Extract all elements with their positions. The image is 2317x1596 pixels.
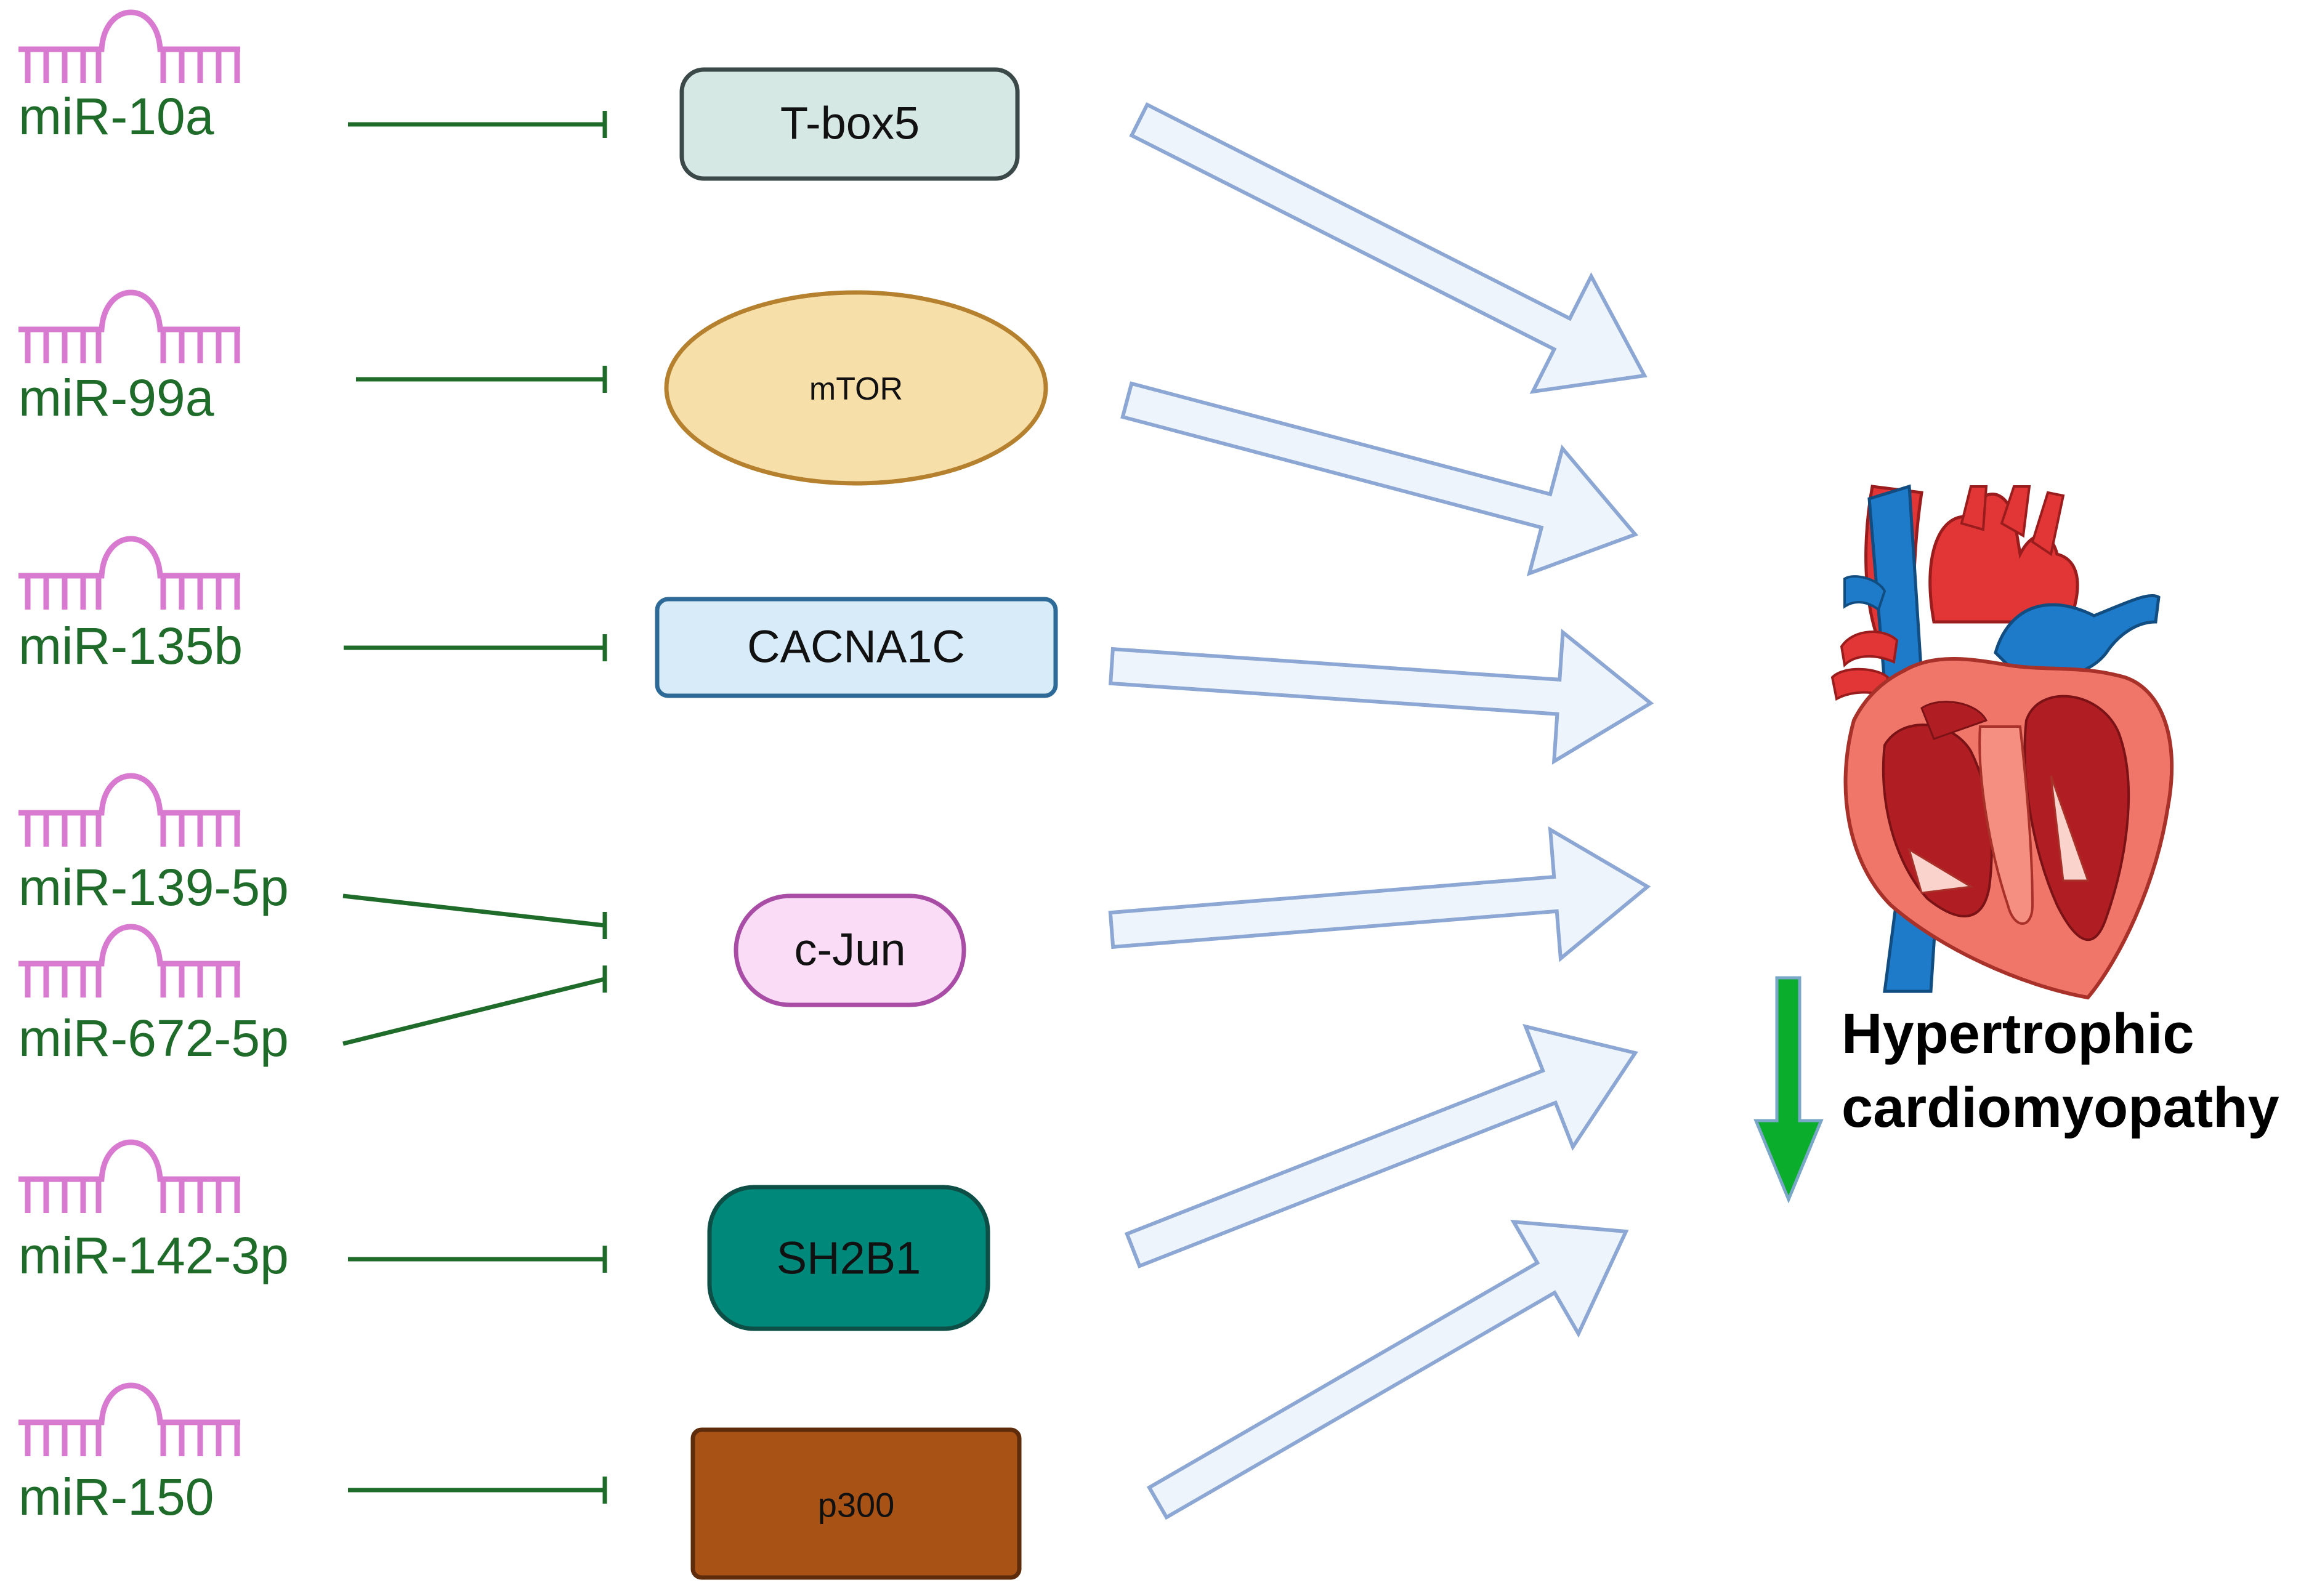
target-box-c-jun — [734, 893, 966, 1007]
mirna-hairpin-icon-mir-139-5p — [18, 773, 240, 847]
target-node-mtor: mTOR — [664, 290, 1048, 486]
inhibition-lines — [342, 111, 607, 1504]
target-label-cacna1c: CACNA1C — [747, 621, 965, 672]
target-node-sh2b1: SH2B1 — [707, 1185, 990, 1331]
inhibition-line-mir-135b — [344, 634, 607, 661]
inhibition-line-mir-139-5p — [342, 893, 607, 939]
mirna-label-mir-99a: miR-99a — [18, 369, 214, 427]
target-box-mtor — [664, 290, 1048, 486]
mirna-hairpin-icon-mir-150 — [18, 1382, 240, 1456]
mirna-icons — [18, 9, 240, 1456]
heart-anatomy-icon — [1830, 484, 2174, 1000]
down-arrow-icon — [1753, 976, 1824, 1204]
mirna-hairpin-icon-mir-10a — [18, 9, 240, 83]
outcome-label: Hypertrophic cardiomyopathy — [1842, 1002, 2279, 1139]
mirna-hairpin-icon-mir-142-3p — [18, 1139, 240, 1213]
promotion-arrow-sh2b1 — [1124, 1023, 1638, 1268]
promotion-arrow-p300 — [1146, 1219, 1629, 1520]
target-box-tbox5 — [679, 67, 1020, 181]
target-box-sh2b1 — [707, 1185, 990, 1331]
outcome-label-line1: Hypertrophic — [1842, 1002, 2194, 1065]
mirna-label-mir-142-3p: miR-142-3p — [18, 1227, 289, 1284]
target-node-c-jun: c-Jun — [734, 893, 966, 1007]
inhibition-line-mir-10a — [348, 111, 607, 138]
mirna-hairpin-icon-mir-135b — [18, 536, 240, 610]
target-box-p300 — [690, 1427, 1022, 1580]
target-node-p300: p300 — [690, 1427, 1022, 1580]
mirna-label-mir-10a: miR-10a — [18, 87, 214, 145]
mirna-label-mir-672-5p: miR-672-5p — [18, 1009, 289, 1067]
mirna-hairpin-icon-mir-99a — [18, 289, 240, 363]
promotion-arrow-c-jun — [1108, 826, 1651, 962]
target-label-mtor: mTOR — [809, 371, 903, 407]
outcome-label-line2: cardiomyopathy — [1842, 1076, 2279, 1139]
promotion-arrows — [1108, 102, 1654, 1520]
inhibition-line-mir-142-3p — [348, 1246, 607, 1273]
target-label-sh2b1: SH2B1 — [777, 1233, 921, 1284]
promotion-arrow-cacna1c — [1108, 629, 1654, 765]
target-label-c-jun: c-Jun — [795, 924, 906, 975]
inhibition-line-mir-99a — [356, 366, 607, 393]
target-node-tbox5: T-box5 — [679, 67, 1020, 181]
inhibition-line-mir-672-5p — [342, 965, 607, 1046]
mirna-label-mir-135b: miR-135b — [18, 617, 243, 675]
mirna-hairpin-icon-mir-672-5p — [18, 924, 240, 997]
mirna-label-mir-150: miR-150 — [18, 1468, 214, 1526]
target-box-cacna1c — [655, 597, 1058, 698]
promotion-arrow-tbox5 — [1129, 102, 1648, 394]
mirna-labels: miR-10a miR-99a miR-135b miR-139-5p miR-… — [18, 87, 289, 1526]
target-nodes: T-box5 mTOR CACNA1C c-Jun SH2B1 p300 — [655, 67, 1058, 1580]
target-node-cacna1c: CACNA1C — [655, 597, 1058, 698]
promotion-arrow-mtor — [1120, 381, 1639, 577]
target-label-tbox5: T-box5 — [780, 98, 920, 149]
inhibition-line-mir-150 — [348, 1477, 607, 1504]
target-label-p300: p300 — [818, 1486, 895, 1525]
mirna-label-mir-139-5p: miR-139-5p — [18, 858, 289, 916]
